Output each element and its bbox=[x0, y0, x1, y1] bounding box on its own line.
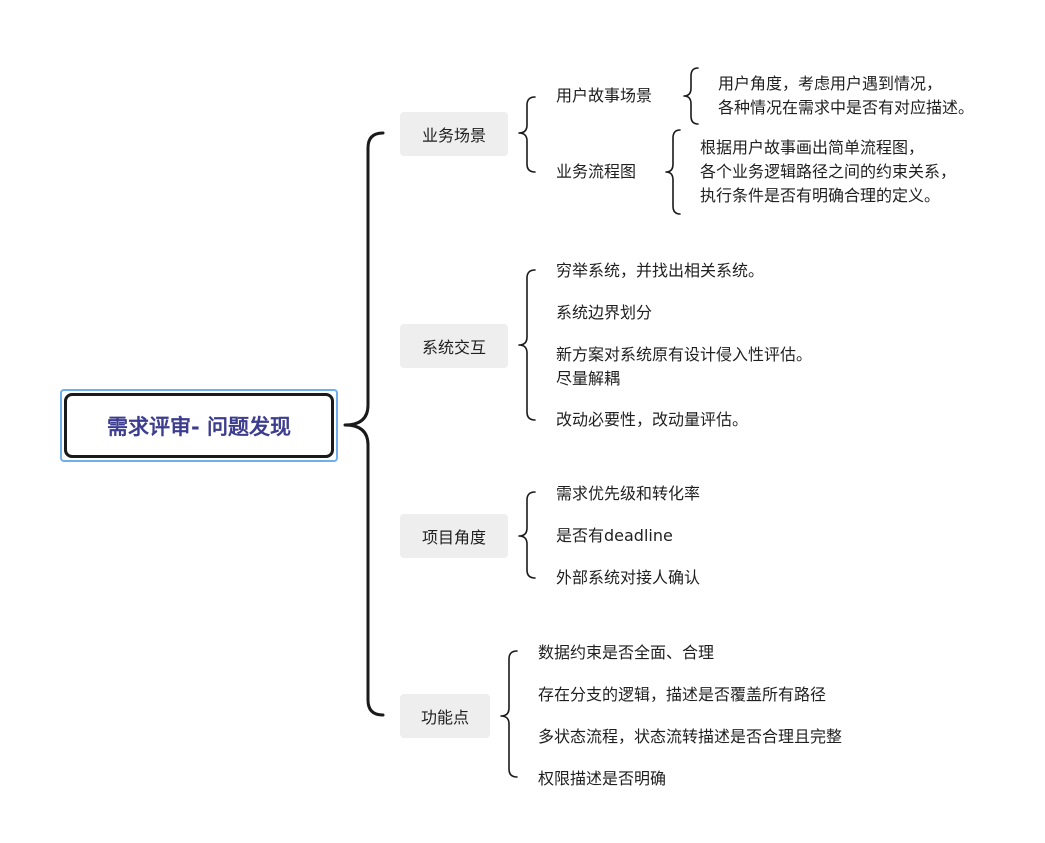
bracket-xitongjiaohu bbox=[518, 269, 536, 421]
node-branch-logic[interactable]: 存在分支的逻辑，描述是否覆盖所有路径 bbox=[538, 685, 827, 704]
node-user-story-scenario[interactable]: 用户故事场景 bbox=[556, 86, 653, 105]
node-user-story-detail[interactable]: 用户角度，考虑用户遇到情况， 各种情况在需求中是否有对应描述。 bbox=[718, 72, 974, 120]
root-label: 需求评审- 问题发现 bbox=[106, 414, 292, 439]
bracket-xiangmujiaodu bbox=[518, 491, 536, 579]
node-system-boundary[interactable]: 系统边界划分 bbox=[556, 303, 653, 322]
branch-label: 系统交互 bbox=[421, 338, 486, 357]
node-intrusion-assessment[interactable]: 新方案对系统原有设计侵入性评估。 尽量解耦 bbox=[556, 343, 812, 391]
node-flowchart-detail[interactable]: 根据用户故事画出简单流程图， 各个业务逻辑路径之间的约束关系， 执行条件是否有明… bbox=[700, 136, 956, 208]
node-data-constraints[interactable]: 数据约束是否全面、合理 bbox=[538, 643, 715, 662]
root-selection-outline bbox=[60, 389, 338, 462]
node-enumerate-systems[interactable]: 穷举系统，并找出相关系统。 bbox=[556, 261, 765, 280]
bracket-user-story bbox=[683, 67, 699, 125]
node-multi-state-flow[interactable]: 多状态流程，状态流转描述是否合理且完整 bbox=[538, 727, 843, 746]
detail-line: 执行条件是否有明确合理的定义。 bbox=[700, 186, 941, 205]
branch-label: 项目角度 bbox=[421, 528, 486, 547]
branch-xitongjiaohu[interactable]: 系统交互 bbox=[400, 324, 508, 368]
branch-label: 业务场景 bbox=[421, 126, 486, 145]
branch-yewuchangjing[interactable]: 业务场景 bbox=[400, 112, 508, 156]
bracket-yewuchangjing bbox=[518, 96, 536, 173]
node-external-contact[interactable]: 外部系统对接人确认 bbox=[556, 568, 701, 587]
bracket-flowchart bbox=[665, 129, 681, 215]
node-permission-desc[interactable]: 权限描述是否明确 bbox=[538, 769, 667, 788]
bracket-gongnengdian bbox=[500, 650, 518, 778]
node-priority-conversion[interactable]: 需求优先级和转化率 bbox=[556, 484, 701, 503]
detail-line: 各种情况在需求中是否有对应描述。 bbox=[718, 98, 975, 117]
branch-xiangmujiaodu[interactable]: 项目角度 bbox=[400, 514, 508, 558]
branch-gongnengdian[interactable]: 功能点 bbox=[400, 694, 490, 738]
detail-line: 用户角度，考虑用户遇到情况， bbox=[718, 74, 943, 93]
leaf-line: 新方案对系统原有设计侵入性评估。 bbox=[556, 345, 813, 364]
node-change-assessment[interactable]: 改动必要性，改动量评估。 bbox=[556, 410, 749, 429]
root-node[interactable]: 需求评审- 问题发现 bbox=[64, 393, 334, 458]
branch-label: 功能点 bbox=[420, 708, 469, 727]
node-deadline[interactable]: 是否有deadline bbox=[556, 526, 673, 545]
detail-line: 根据用户故事画出简单流程图， bbox=[700, 138, 925, 157]
detail-line: 各个业务逻辑路径之间的约束关系， bbox=[700, 162, 957, 181]
root-bracket bbox=[343, 131, 385, 717]
leaf-line: 尽量解耦 bbox=[556, 369, 621, 388]
node-business-flowchart[interactable]: 业务流程图 bbox=[556, 162, 637, 181]
